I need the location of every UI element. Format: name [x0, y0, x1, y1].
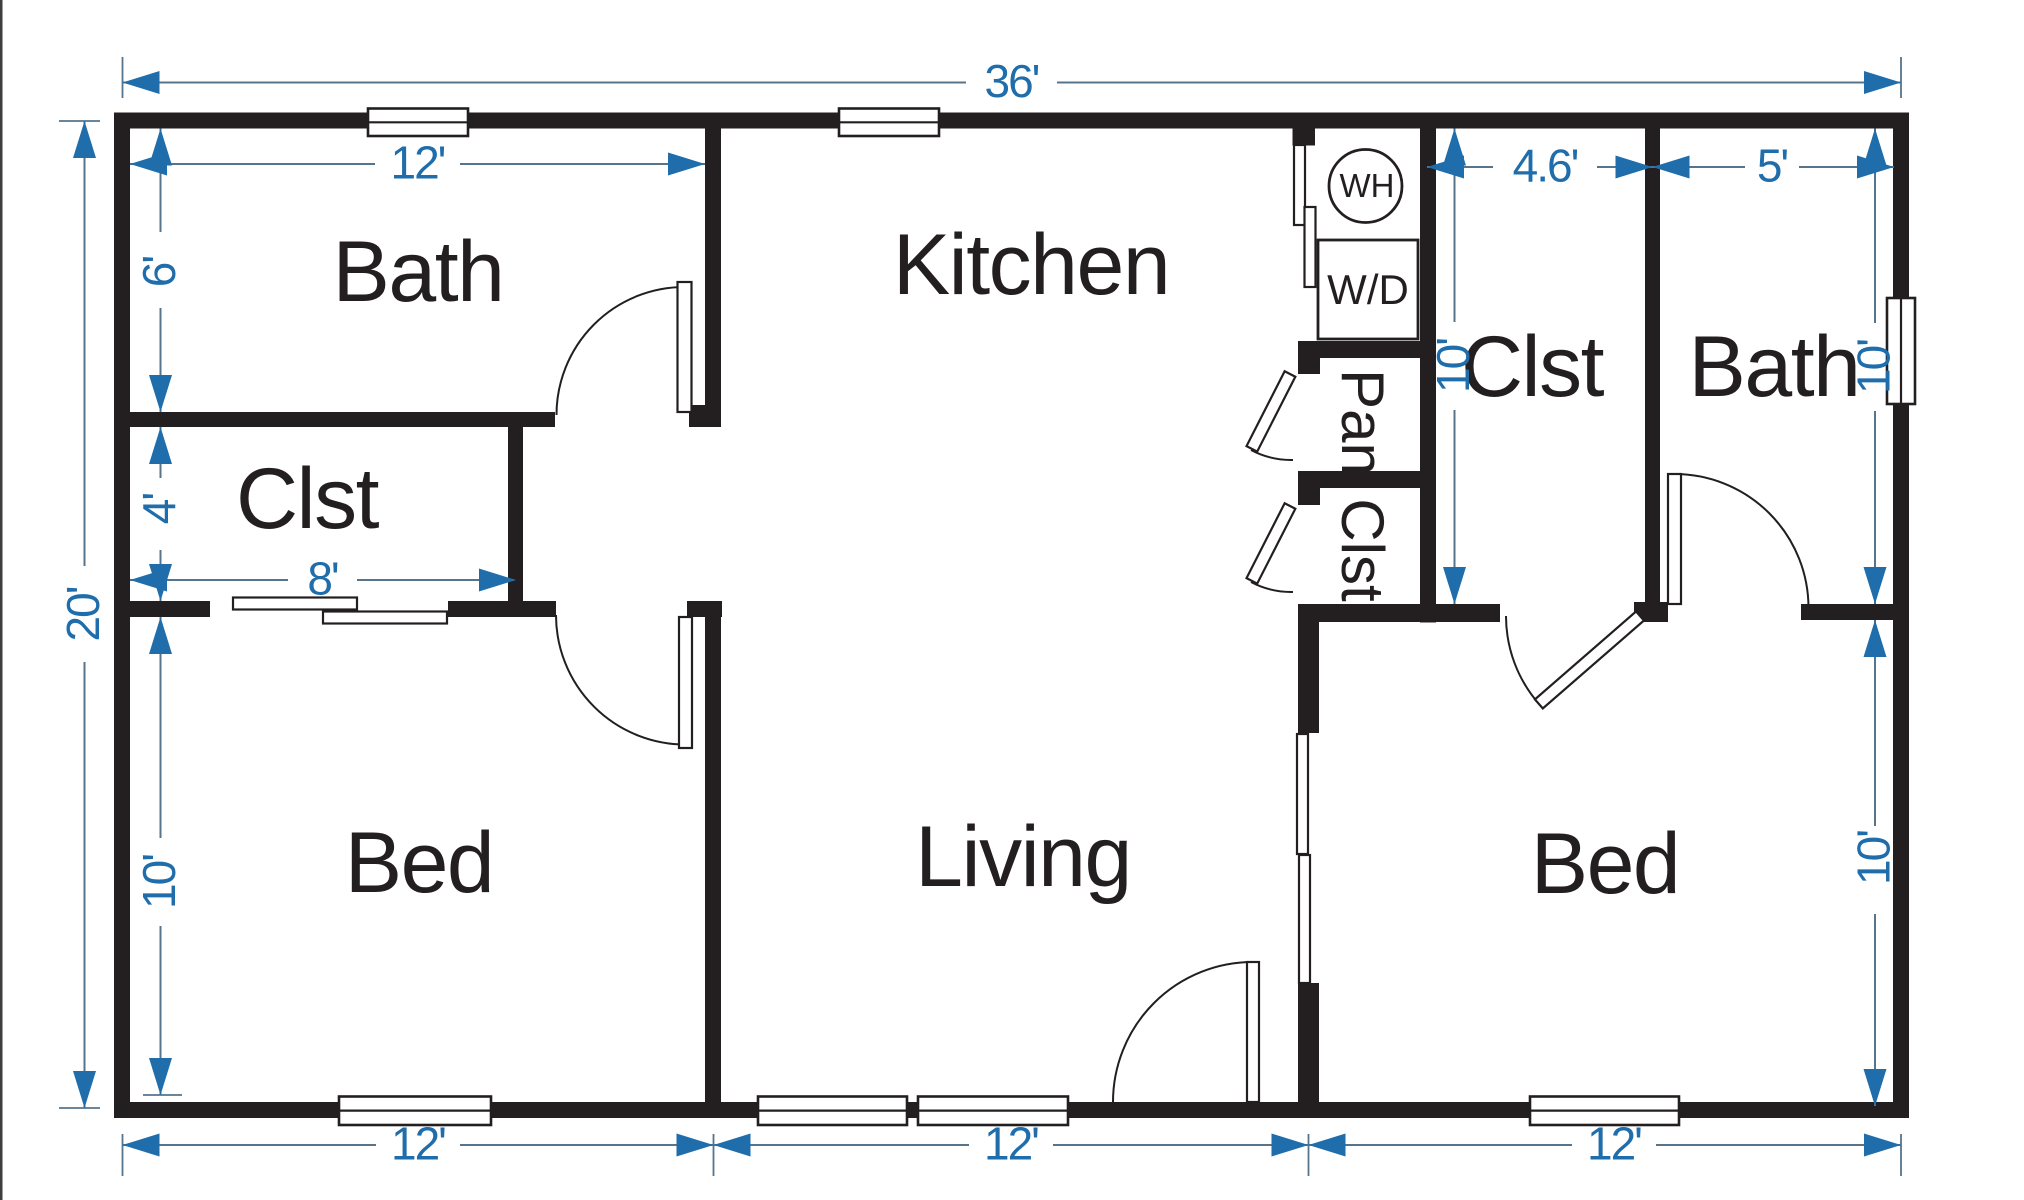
svg-text:Pan: Pan: [1329, 369, 1396, 476]
svg-text:4': 4': [133, 494, 185, 525]
svg-text:Kitchen: Kitchen: [893, 217, 1169, 313]
svg-text:6': 6': [133, 257, 185, 288]
svg-text:4.6': 4.6': [1513, 140, 1578, 192]
svg-text:12': 12': [1587, 1118, 1641, 1170]
svg-text:Bed: Bed: [1531, 816, 1680, 912]
svg-text:Living: Living: [915, 809, 1131, 905]
svg-text:Bed: Bed: [345, 815, 494, 911]
svg-text:36': 36': [985, 55, 1039, 107]
svg-text:W/D: W/D: [1327, 266, 1409, 313]
svg-text:10': 10': [1427, 339, 1479, 393]
svg-text:12': 12': [391, 137, 445, 189]
svg-text:10': 10': [1848, 831, 1900, 885]
svg-text:WH: WH: [1340, 167, 1395, 204]
svg-text:Bath: Bath: [1689, 319, 1860, 415]
svg-text:Bath: Bath: [333, 224, 504, 320]
svg-text:10': 10': [133, 855, 185, 909]
svg-text:Clst: Clst: [236, 451, 380, 547]
svg-text:Clst: Clst: [1329, 498, 1396, 602]
svg-text:10': 10': [1848, 340, 1900, 394]
svg-text:20': 20': [57, 587, 109, 641]
svg-text:Clst: Clst: [1461, 319, 1605, 415]
svg-text:12': 12': [391, 1118, 445, 1170]
svg-text:12': 12': [984, 1118, 1038, 1170]
svg-text:5': 5': [1757, 140, 1788, 192]
svg-text:8': 8': [307, 553, 338, 605]
